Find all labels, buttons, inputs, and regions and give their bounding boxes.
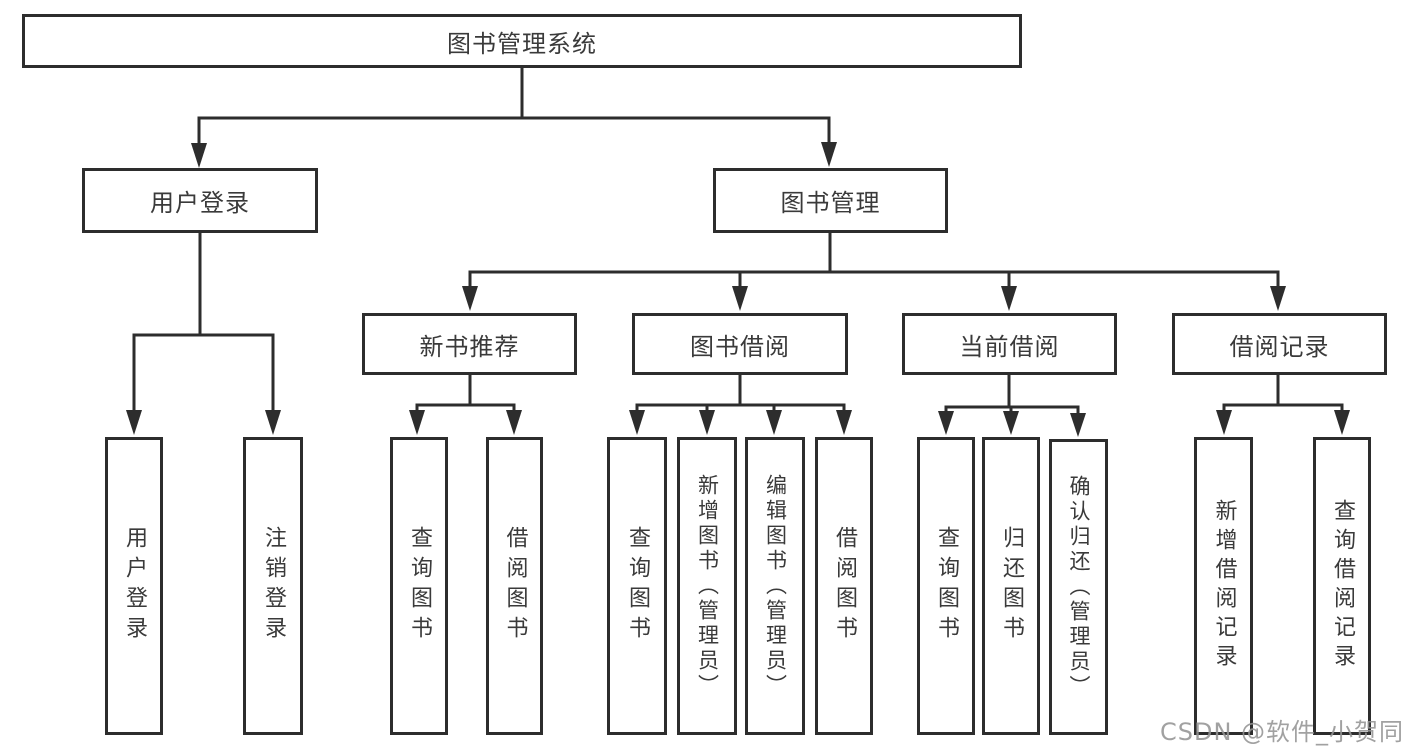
- leaf-confirm-return-admin: 确认归还（管理员）: [1049, 439, 1108, 735]
- leaf-query-borrow-record: 查询借阅记录: [1313, 437, 1371, 735]
- arrow-down: [938, 411, 954, 435]
- arrow-down: [409, 410, 425, 435]
- node-book-borrow: 图书借阅: [632, 313, 848, 375]
- arrow-down: [732, 286, 748, 311]
- arrow-down: [1070, 413, 1086, 437]
- arrow-down: [821, 142, 837, 167]
- arrow-down: [462, 286, 478, 311]
- leaf-user-login: 用户登录: [105, 437, 163, 735]
- arrow-down: [1003, 411, 1019, 435]
- arrow-down: [265, 410, 281, 435]
- arrow-down: [1270, 286, 1286, 311]
- leaf-query-books-2: 查询图书: [607, 437, 667, 735]
- leaf-add-borrow-record: 新增借阅记录: [1194, 437, 1253, 735]
- csdn-watermark: CSDN @软件_小贺同学: [1160, 718, 1405, 746]
- connector-borrowrecords-to-leaves: [1216, 373, 1350, 435]
- node-new-book-recommend: 新书推荐: [362, 313, 577, 375]
- arrow-down: [836, 410, 852, 435]
- connector-userlogin-to-leaves: [126, 231, 281, 435]
- leaf-query-books-3: 查询图书: [917, 437, 975, 735]
- node-borrow-records: 借阅记录: [1172, 313, 1387, 375]
- connector-currentborrow-to-leaves: [938, 373, 1086, 437]
- connector-root-to-level2: [191, 66, 837, 168]
- arrow-down: [1216, 410, 1232, 435]
- connector-bookborrow-to-leaves: [629, 373, 852, 435]
- arrow-down: [1001, 286, 1017, 311]
- arrow-down: [126, 410, 142, 435]
- leaf-return-books: 归还图书: [982, 437, 1040, 735]
- leaf-logout: 注销登录: [243, 437, 303, 735]
- arrow-down: [699, 410, 715, 435]
- arrow-down: [1334, 410, 1350, 435]
- arrow-down: [191, 143, 207, 168]
- connector-newbooks-to-leaves: [409, 373, 522, 435]
- arrow-down: [506, 410, 522, 435]
- connector-bookmgmt-to-level3: [462, 231, 1286, 311]
- leaf-edit-books-admin: 编辑图书（管理员）: [745, 437, 805, 735]
- node-user-login: 用户登录: [82, 168, 318, 233]
- node-root-system: 图书管理系统: [22, 14, 1022, 68]
- leaf-borrow-books-1: 借阅图书: [486, 437, 543, 735]
- arrow-down: [766, 410, 782, 435]
- leaf-query-books-1: 查询图书: [390, 437, 448, 735]
- arrow-down: [629, 410, 645, 435]
- node-current-borrow: 当前借阅: [902, 313, 1117, 375]
- leaf-add-books-admin: 新增图书（管理员）: [677, 437, 737, 735]
- node-book-management: 图书管理: [713, 168, 948, 233]
- leaf-borrow-books-2: 借阅图书: [815, 437, 873, 735]
